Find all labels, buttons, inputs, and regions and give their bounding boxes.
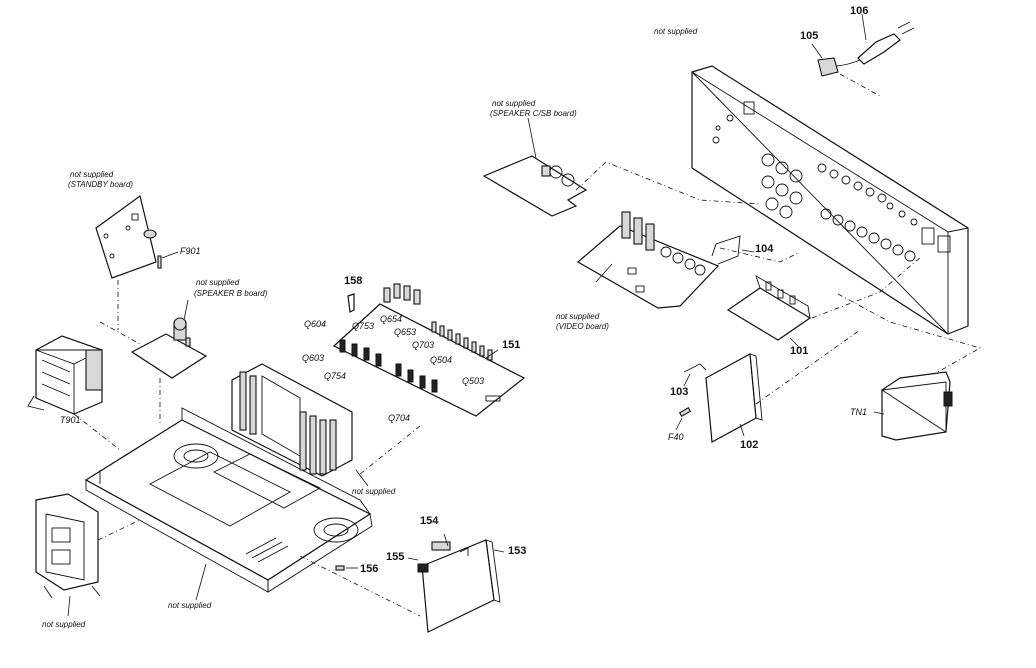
part-label-105: 105 xyxy=(800,30,819,42)
video-board xyxy=(576,211,720,309)
part-label-f40: F40 xyxy=(668,432,684,442)
part-label-q603: Q603 xyxy=(302,353,325,363)
standby-board xyxy=(95,194,179,330)
rear-panel xyxy=(691,65,969,336)
part-label-156: 156 xyxy=(360,563,379,575)
note-speaker-b-line1: not supplied xyxy=(196,278,240,287)
note-video-board-line1: not supplied xyxy=(556,312,600,321)
heatsink-assembly xyxy=(231,363,421,487)
board-101 xyxy=(726,275,812,347)
part-label-q754: Q754 xyxy=(324,371,347,381)
note-standby-board-line1: not supplied xyxy=(70,170,114,179)
bracket-103 xyxy=(675,363,707,431)
part-label-103: 103 xyxy=(670,386,689,398)
board-102 xyxy=(705,353,763,443)
part-label-102: 102 xyxy=(740,439,759,451)
part-label-tn1: TN1 xyxy=(850,407,868,417)
part-label-q704: Q704 xyxy=(388,413,411,423)
note-speaker-csb-line1: not supplied xyxy=(492,99,536,108)
main-amp-board xyxy=(332,283,526,417)
part-label-154: 154 xyxy=(420,515,439,527)
speaker-csb-board xyxy=(482,117,588,217)
part-label-q653: Q653 xyxy=(394,327,417,337)
part-label-106: 106 xyxy=(850,5,869,17)
note-not-supplied-rear-panel: not supplied xyxy=(654,27,698,36)
part-label-q504: Q504 xyxy=(430,355,453,365)
part-label-q604: Q604 xyxy=(304,319,327,329)
note-video-board-line2: (VIDEO board) xyxy=(556,322,609,331)
part-label-q503: Q503 xyxy=(462,376,485,386)
note-not-supplied-chassis: not supplied xyxy=(168,601,212,610)
part-label-158: 158 xyxy=(344,275,363,287)
tuner-unit xyxy=(873,371,953,441)
note-not-supplied-bracket: not supplied xyxy=(42,620,86,629)
part-label-q654: Q654 xyxy=(380,314,403,324)
part-label-f901: F901 xyxy=(180,246,201,256)
flat-cable xyxy=(711,235,755,265)
assembly-guide-lines-right xyxy=(575,73,982,405)
screw-156 xyxy=(299,555,421,617)
note-speaker-b-line2: (SPEAKER B board) xyxy=(194,289,268,298)
part-label-151: 151 xyxy=(502,339,521,351)
part-label-q753: Q753 xyxy=(352,321,375,331)
main-chassis xyxy=(84,407,373,601)
part-label-q703: Q703 xyxy=(412,340,435,350)
note-speaker-csb-line2: (SPEAKER C/SB board) xyxy=(490,109,577,118)
power-cord xyxy=(811,13,915,77)
speaker-b-board xyxy=(99,299,208,424)
part-label-153: 153 xyxy=(508,545,527,557)
side-bracket xyxy=(35,493,141,617)
note-standby-board-line2: (STANDBY board) xyxy=(68,180,134,189)
part-label-101: 101 xyxy=(790,345,809,357)
front-panel-board xyxy=(407,533,505,633)
part-label-155: 155 xyxy=(386,551,405,563)
part-label-104: 104 xyxy=(755,243,774,255)
part-label-t901: T901 xyxy=(60,415,81,425)
note-not-supplied-heatsink: not supplied xyxy=(352,487,396,496)
power-transformer xyxy=(27,335,121,451)
